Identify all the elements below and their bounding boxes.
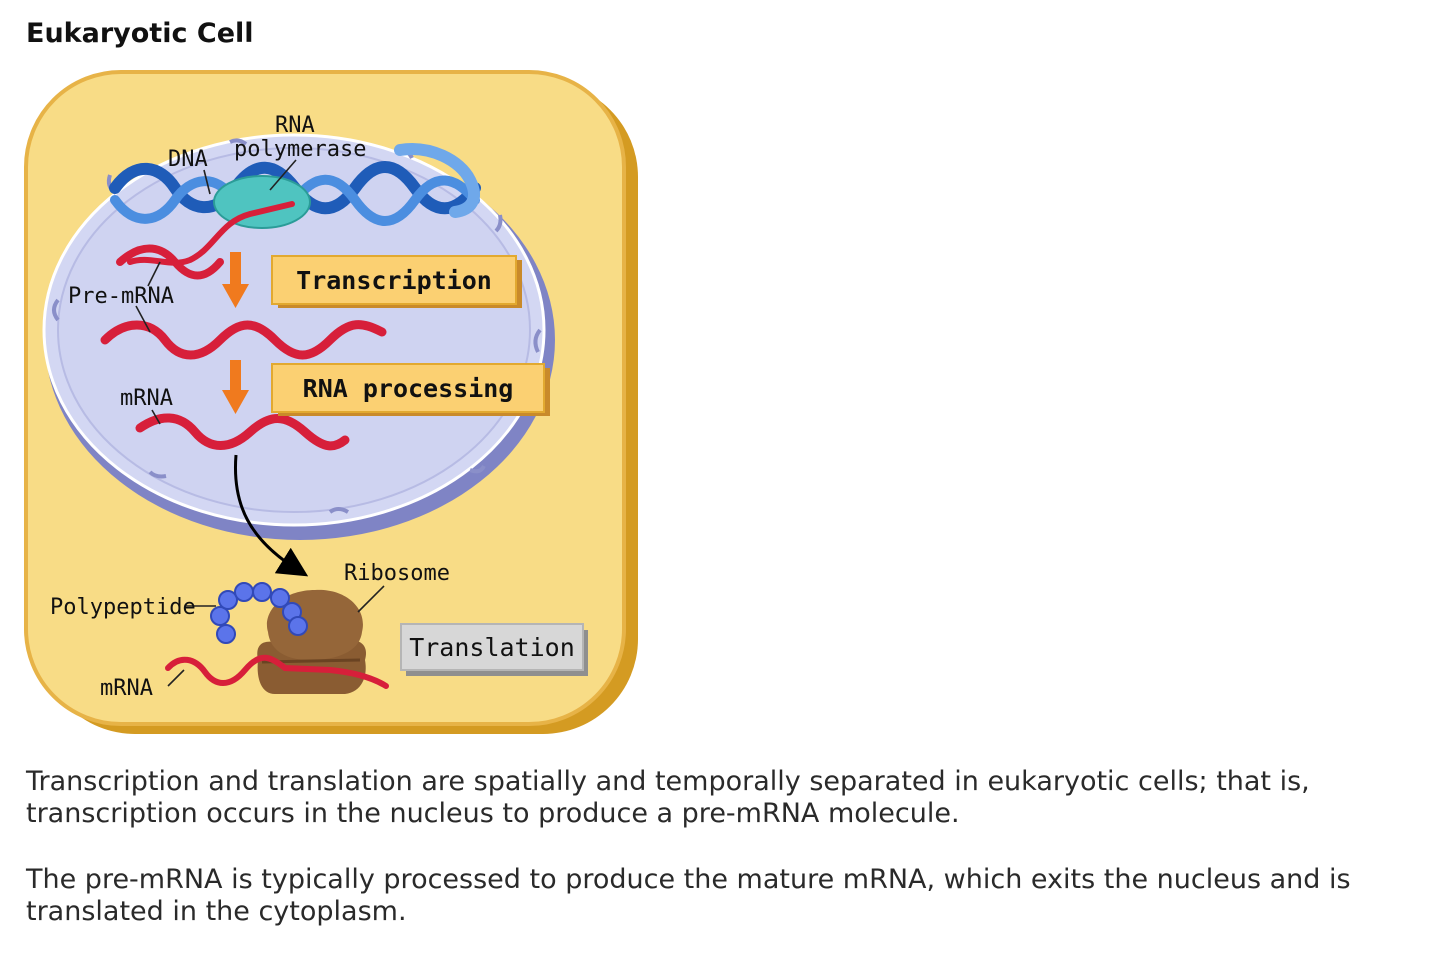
transcription-step-label: Transcription [296, 266, 492, 295]
transcription-step-box: Transcription [271, 255, 522, 308]
translation-step-label: Translation [409, 633, 575, 662]
rna-polymerase-label-line2: polymerase [234, 137, 366, 162]
leader-lines [135, 159, 385, 687]
ribosome-label: Ribosome [344, 561, 450, 586]
polypeptide-chain [210, 582, 308, 644]
eukaryotic-cell-diagram: Transcription RNA processing Translation [24, 70, 638, 734]
export-arrow [233, 454, 309, 577]
nucleus [42, 133, 555, 540]
mrna-nucleus-label: mRNA [120, 386, 173, 411]
pre-mrna-wave-2 [100, 320, 387, 360]
caption-paragraph: The pre-mRNA is typically processed to p… [26, 864, 1351, 927]
rna-processing-arrow [222, 360, 249, 414]
rna-polymerase-label-line1: RNA [275, 113, 315, 138]
page-title: Eukaryotic Cell [26, 18, 254, 49]
rna-processing-step-box: RNA processing [271, 363, 550, 416]
mrna-wave-nucleus [135, 413, 350, 451]
transcription-arrow [222, 252, 249, 308]
rna-processing-step-label: RNA processing [303, 374, 514, 403]
rna-polymerase [213, 175, 311, 229]
nascent-rna [127, 201, 295, 266]
pre-mrna-wave-1 [116, 244, 224, 280]
caption-paragraph: Transcription and translation are spatia… [26, 766, 1310, 829]
translation-step-box: Translation [400, 623, 588, 676]
polypeptide-label: Polypeptide [50, 595, 196, 620]
pre-mrna-label: Pre-mRNA [68, 284, 174, 309]
mrna-wave-cytoplasm [165, 654, 389, 689]
dna-label: DNA [168, 147, 208, 172]
mrna-cytoplasm-label: mRNA [100, 676, 153, 701]
